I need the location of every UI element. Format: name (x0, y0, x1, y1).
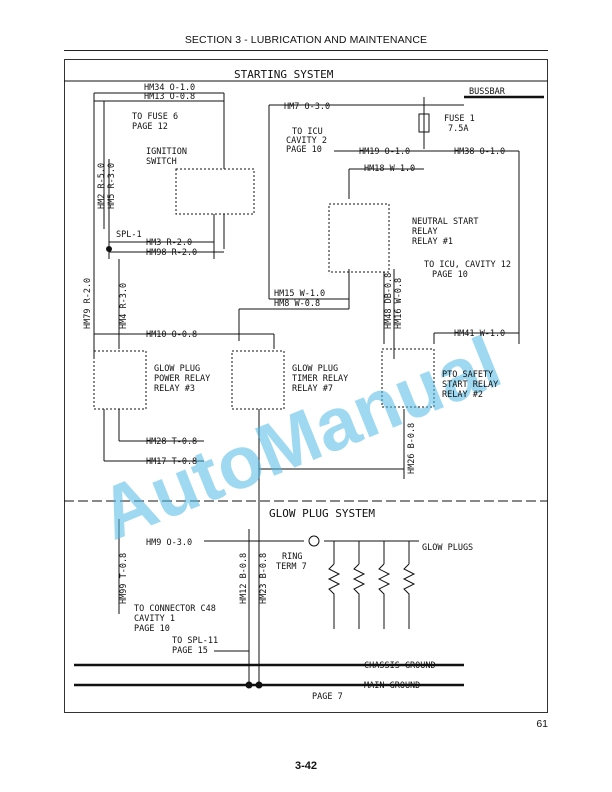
starting-system-title: STARTING SYSTEM (234, 68, 334, 81)
spl1-label: SPL-1 (116, 230, 142, 240)
wire-hm9: HM9 O-3.0 (146, 538, 192, 548)
glow-plug-1 (327, 563, 341, 629)
wire-hm2: HM2 R-5.0 (97, 163, 107, 209)
glow-plug-4 (402, 563, 416, 629)
neutral-label-1: NEUTRAL START (412, 217, 479, 227)
wire-hm79: HM79 R-2.0 (83, 278, 93, 329)
to-fuse6-label: TO FUSE 6 (132, 112, 178, 122)
wire-hm98: HM98 R-2.0 (146, 248, 197, 258)
wire-hm8: HM8 W-0.8 (274, 299, 320, 309)
wire-hm19: HM19 O-1.0 (359, 147, 410, 157)
wire-hm4: HM4 R-3.0 (119, 283, 129, 329)
wire-hm5: HM5 R-3.0 (107, 163, 117, 209)
ring-terminal-7 (308, 535, 320, 547)
footer-page-label: 3-42 (294, 760, 318, 772)
wiring-diagram: AutoManual STARTING SYSTEM GLOW PLUG SYS… (64, 68, 548, 702)
gppr-label-2: POWER RELAY (154, 374, 210, 384)
ignition-label: IGNITION (146, 147, 187, 157)
to-icu2-cavity: CAVITY 2 (286, 136, 327, 146)
gptr-label-2: TIMER RELAY (292, 374, 348, 384)
gppr-label-1: GLOW PLUG (154, 364, 200, 374)
glow-plug-3 (377, 563, 391, 629)
ring-label-2: TERM 7 (276, 562, 307, 572)
ignition-switch (175, 168, 255, 215)
neutral-label-3: RELAY #1 (412, 237, 453, 247)
neutral-start-relay (328, 203, 390, 273)
wire-hm99: HM99 T-0.8 (119, 553, 129, 604)
bussbar-label: BUSSBAR (469, 87, 506, 97)
wire-hm34: HM34 O-1.0 (144, 83, 195, 93)
neutral-label-2: RELAY (412, 227, 438, 237)
wire-hm28: HM28 T-0.8 (146, 437, 197, 447)
wire-hm18: HM18 W-1.0 (364, 164, 415, 174)
wire-hm26: HM26 B-0.8 (407, 423, 417, 474)
to-c48-label: TO CONNECTOR C48 (134, 604, 216, 614)
ignition-switch-label: SWITCH (146, 157, 177, 167)
wire-hm15: HM15 W-1.0 (274, 289, 325, 299)
pto-label-1: PTO SAFETY (442, 370, 493, 380)
to-c48-cavity: CAVITY 1 (134, 614, 175, 624)
main-ground-label: MAIN GROUND (364, 681, 420, 691)
wire-hm48: HM48 DB-0.8 (384, 273, 394, 329)
splice-spl1 (106, 246, 112, 252)
glow-plug-power-relay (93, 350, 147, 410)
fuse1-label: FUSE 1 (444, 114, 475, 124)
fuse-1 (418, 113, 430, 133)
page-number: 61 (536, 718, 548, 730)
fuse1-rating: 7.5A (448, 124, 468, 134)
glow-plugs-label: GLOW PLUGS (422, 543, 473, 553)
to-fuse6-page: PAGE 12 (132, 122, 168, 132)
to-spl11-label: TO SPL-11 (172, 636, 218, 646)
gptr-label-3: RELAY #7 (292, 384, 333, 394)
pto-safety-start-relay (381, 348, 435, 408)
chassis-ground-label: CHASSIS GROUND (364, 661, 436, 671)
to-icu2-label: TO ICU (292, 127, 323, 137)
pto-label-2: START RELAY (442, 380, 498, 390)
wire-hm13: HM13 O-0.8 (144, 92, 195, 102)
wire-hm3: HM3 R-2.0 (146, 238, 192, 248)
section-header: SECTION 3 - LUBRICATION AND MAINTENANCE (184, 34, 428, 46)
wire-hm10: HM10 O-0.8 (146, 330, 197, 340)
wire-hm23: HM23 B-0.8 (259, 553, 269, 604)
gptr-label-1: GLOW PLUG (292, 364, 338, 374)
glow-plug-system-title: GLOW PLUG SYSTEM (269, 507, 375, 520)
diagram-frame (64, 59, 548, 713)
wire-hm41: HM41 W-1.0 (454, 329, 505, 339)
gppr-label-3: RELAY #3 (154, 384, 195, 394)
header-divider (64, 50, 548, 51)
wire-hm7: HM7 O-3.0 (284, 102, 330, 112)
wire-hm17: HM17 T-0.8 (146, 457, 197, 467)
to-c48-page: PAGE 10 (134, 624, 170, 634)
pto-label-3: RELAY #2 (442, 390, 483, 400)
to-icu2-page: PAGE 10 (286, 145, 322, 155)
wire-hm38: HM38 O-1.0 (454, 147, 505, 157)
glow-plug-2 (352, 563, 366, 629)
to-icu12-page: PAGE 10 (432, 270, 468, 280)
wire-hm16: HM16 W-0.8 (394, 278, 404, 329)
wire-hm12: HM12 B-0.8 (239, 553, 249, 604)
to-icu12-label: TO ICU, CAVITY 12 (424, 260, 511, 270)
to-spl11-page: PAGE 15 (172, 646, 208, 656)
glow-plug-timer-relay (231, 350, 285, 410)
ring-label-1: RING (282, 552, 302, 562)
page7-label: PAGE 7 (312, 692, 343, 702)
